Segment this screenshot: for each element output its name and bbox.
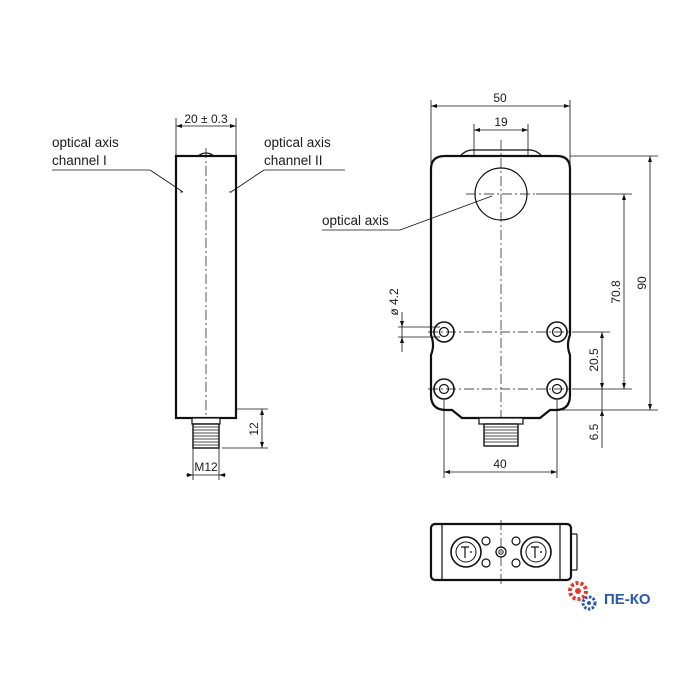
pot-2-icon — [531, 546, 542, 558]
connector-thread-dim: M12 — [194, 460, 218, 474]
company-logo: ПЕ-КО — [568, 581, 651, 611]
dia-arrow-top — [400, 321, 404, 327]
indicator-4 — [511, 558, 521, 568]
indicator-2 — [481, 558, 491, 568]
height-dim: 90 — [635, 276, 649, 290]
indicator-1 — [481, 536, 491, 546]
arrow-19-r — [522, 128, 528, 132]
channel-1-label-l1: optical axis — [52, 135, 119, 150]
arrow-19-l — [474, 128, 480, 132]
gear-hub-blue — [587, 601, 591, 605]
channel-2-label-l2: channel II — [264, 153, 323, 168]
leader-optical-b — [399, 195, 493, 231]
front-view: 50 19 optical axis — [322, 91, 658, 478]
channel-2-label-l1: optical axis — [264, 135, 331, 150]
arrow-90-top — [648, 156, 652, 162]
arrow-right — [230, 124, 236, 128]
arrow-up — [260, 409, 264, 415]
front-connector-collar — [478, 417, 524, 425]
axis-height-dim: 70.8 — [609, 280, 623, 304]
m12-arrow-left — [187, 473, 193, 477]
logo-text: ПЕ-КО — [604, 591, 651, 608]
arrow-down — [260, 442, 264, 448]
arrow-50-r — [564, 104, 570, 108]
optical-axis-label: optical axis — [322, 213, 389, 228]
arrow-70-top — [622, 194, 626, 200]
led-window-2-inner — [525, 541, 547, 563]
side-view: 20 ± 0.3 12 M12 — [52, 112, 345, 480]
dia-arrow-bottom — [400, 337, 404, 343]
front-thread-lines — [484, 426, 518, 443]
arrow-40-r — [551, 470, 557, 474]
front-housing — [429, 154, 572, 420]
channel-1-label-l2: channel I — [52, 153, 107, 168]
arrow-70-bottom — [622, 383, 626, 389]
arrow-20-bottom — [600, 383, 604, 389]
arrow-50-l — [431, 104, 437, 108]
leader-1b — [149, 169, 184, 193]
front-width-dim: 50 — [493, 91, 507, 105]
led-window-1-inner — [455, 541, 477, 563]
leader-2b — [230, 169, 265, 193]
connector-height-dim: 12 — [247, 422, 261, 436]
arrow-40-l — [444, 470, 450, 474]
front-connector-thread — [483, 423, 519, 447]
indicator-3 — [511, 536, 521, 546]
optics-width-dim: 19 — [494, 115, 508, 129]
arrow-90-bottom — [648, 404, 652, 410]
bottom-view — [429, 520, 578, 584]
m12-arrow-right — [219, 473, 225, 477]
gear-hub-red — [575, 588, 581, 594]
pot-1-icon — [461, 546, 472, 558]
hole-diameter-dim: ø 4.2 — [387, 288, 401, 316]
arrow-6-5 — [600, 410, 604, 416]
hole-spacing-dim: 20.5 — [587, 348, 601, 372]
connector-collar — [191, 417, 221, 425]
thread-lines — [193, 426, 219, 446]
arrow-left — [176, 124, 182, 128]
bottom-offset-dim: 6.5 — [587, 423, 601, 440]
gear-icon-red — [568, 581, 588, 601]
hole-span-dim: 40 — [493, 457, 507, 471]
gear-icon-blue — [581, 595, 597, 611]
arrow-20-top — [600, 332, 604, 338]
side-width-dim: 20 ± 0.3 — [184, 112, 228, 126]
mounting-holes — [428, 321, 574, 400]
